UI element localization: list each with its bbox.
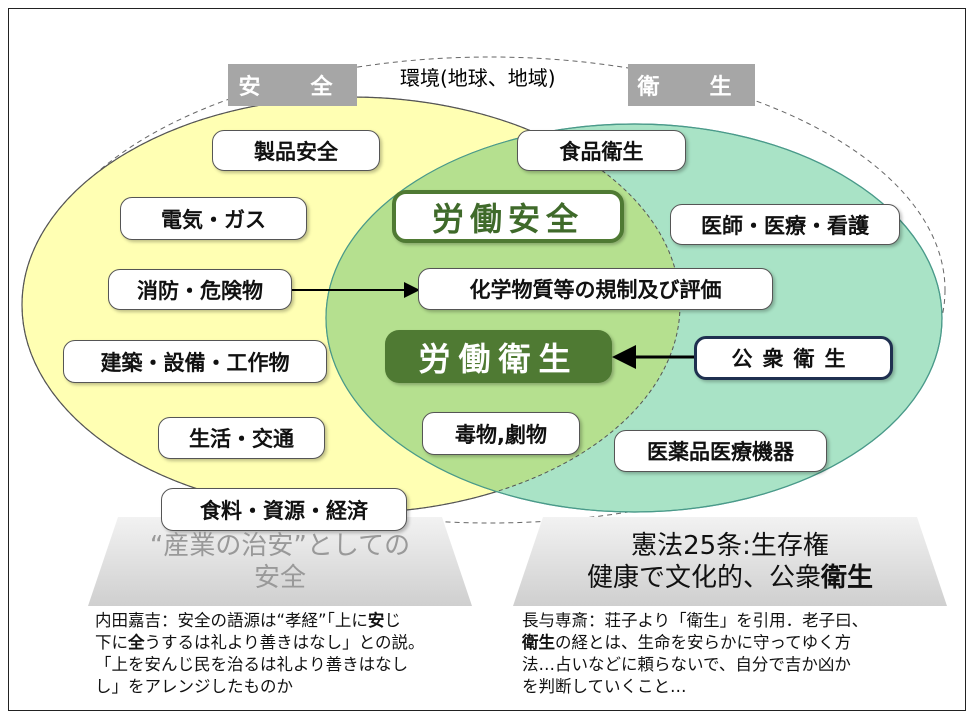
right-banner-line2: 健康で文化的、公衆 [586, 562, 821, 593]
safety-label: 安 全 [228, 64, 357, 106]
box-medical: 医師・医療・看護 [670, 204, 900, 245]
environment-label: 環境(地球、地域) [400, 66, 556, 90]
hygiene-label: 衛 生 [628, 64, 755, 106]
box-fire: 消防・危険物 [108, 269, 292, 310]
box-chemical: 化学物質等の規制及び評価 [418, 268, 773, 310]
box-labor-safety: 労働安全 [392, 190, 624, 243]
left-banner-line1: “産業の治安”としての [149, 530, 411, 561]
box-building: 建築・設備・工作物 [63, 340, 327, 383]
box-product-safety: 製品安全 [212, 130, 380, 171]
box-pharma: 医薬品医療機器 [614, 430, 827, 472]
box-electric-gas: 電気・ガス [120, 197, 307, 240]
box-food-hygiene: 食品衛生 [517, 130, 686, 171]
right-note: 長与専斎：荘子より「衛生」を引用．老子曰、 衛生の経とは、生命を安らかに守ってゆ… [522, 611, 869, 696]
box-labor-hygiene: 労働衛生 [385, 330, 612, 383]
right-banner-line1: 憲法25条:生存権 [631, 530, 829, 561]
box-public-hygiene: 公衆衛生 [694, 336, 893, 380]
frame [8, 8, 966, 711]
left-banner: “産業の治安”としての 安全 [88, 517, 472, 606]
right-banner: 憲法25条:生存権 健康で文化的、公衆衛生 [513, 517, 947, 606]
right-banner-bold: 衛生 [821, 562, 874, 593]
left-note: 内田嘉吉：安全の語源は“孝経”「上に安じ 下に全うするは礼より善きはなし」との説… [95, 611, 425, 696]
box-life-traffic: 生活・交通 [158, 417, 325, 459]
left-banner-line2: 安全 [253, 562, 306, 593]
box-poison: 毒物,劇物 [422, 412, 580, 455]
box-food-resource: 食料・資源・経済 [161, 488, 407, 531]
